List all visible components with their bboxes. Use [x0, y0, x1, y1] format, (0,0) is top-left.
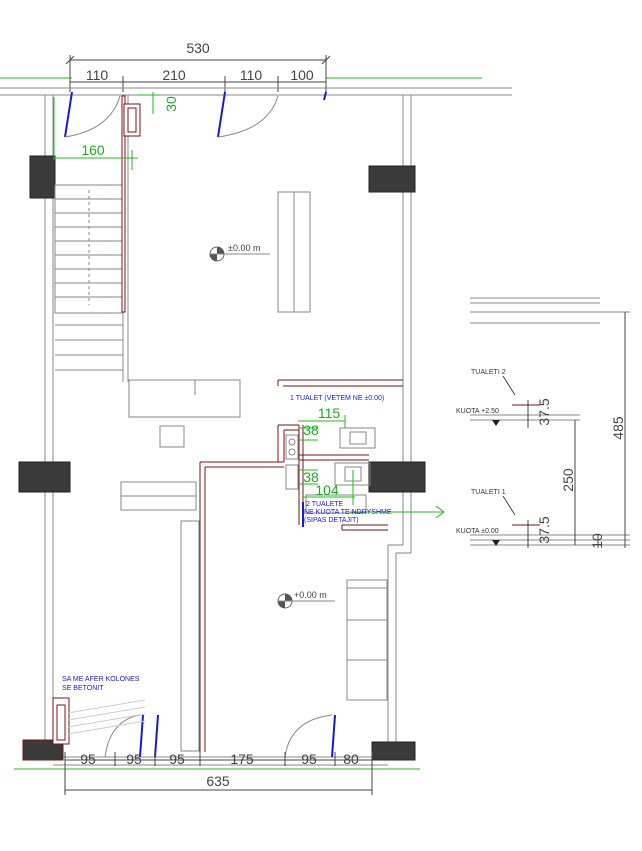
stairs	[54, 95, 129, 382]
section-dim-10: 10	[589, 533, 605, 549]
dim-30: 30	[163, 96, 179, 112]
column-bottom-left	[22, 739, 64, 761]
section-kuota-upper: KUOTA +2.50	[456, 408, 499, 415]
dim-top-seg-3: 110	[240, 67, 263, 83]
column-top-right	[368, 165, 416, 193]
doors-windows	[64, 91, 336, 758]
dim-38-lower: 38	[303, 469, 319, 485]
section-kuota-lower: KUOTA ±0.00	[456, 528, 499, 535]
dim-160: 160	[81, 142, 105, 158]
furniture	[120, 191, 388, 752]
dim-top-seg-1: 110	[86, 67, 109, 83]
note-tualete-2-line1: 2 TUALETE	[306, 501, 344, 508]
bottom-dimension-chain: 95 95 95 175 95 80 635	[14, 751, 420, 795]
dim-115: 115	[318, 405, 341, 421]
section-diagram: TUALETI 2 TUALETI 1 KUOTA +2.50 KUOTA ±0…	[456, 297, 630, 549]
note-column-line2: SE BETONIT	[62, 685, 104, 692]
dim-bottom-seg-5: 95	[301, 751, 317, 767]
level-upper-text: ±0.00 m	[228, 243, 260, 253]
dim-bottom-seg-3: 95	[169, 751, 185, 767]
section-tualeti-1: TUALETI 1	[471, 489, 506, 496]
dim-top-seg-2: 210	[162, 67, 186, 83]
dim-top-seg-4: 100	[290, 67, 314, 83]
dim-bottom-seg-1: 95	[80, 751, 96, 767]
note-column-line1: SA ME AFER KOLONES	[62, 676, 140, 683]
level-marker-lower: +0.00 m	[277, 590, 335, 609]
dim-bottom-total: 635	[206, 773, 230, 789]
top-dimension-chain: 530 110 210 110 100	[65, 40, 331, 92]
dim-bottom-seg-2: 95	[126, 751, 142, 767]
section-dim-37-upper: 37.5	[536, 398, 552, 425]
toilet-fixtures	[285, 427, 376, 514]
dim-104: 104	[315, 482, 339, 498]
section-dim-485: 485	[610, 416, 626, 440]
note-tualet-1: 1 TUALET (VETEM NE ±0.00)	[290, 395, 384, 402]
section-dim-250: 250	[560, 468, 576, 492]
interior-walls	[52, 95, 403, 752]
section-tualeti-2: TUALETI 2	[471, 369, 506, 376]
section-dim-37-lower: 37.5	[536, 516, 552, 543]
outer-walls	[0, 87, 512, 766]
dim-top-total: 530	[186, 40, 210, 56]
dim-bottom-seg-4: 175	[230, 751, 254, 767]
column-top-left	[29, 155, 56, 199]
column-bottom-right	[371, 741, 416, 761]
column-mid-right	[368, 461, 426, 493]
column-mid-left	[18, 461, 71, 493]
dim-38-upper: 38	[303, 422, 319, 438]
note-tualete-2-line3: (SIPAS DETAJIT)	[304, 517, 359, 524]
green-dimensions: 160 30 115 38 38 104	[53, 92, 445, 519]
dim-bottom-seg-6: 80	[343, 751, 359, 767]
level-lower-text: +0.00 m	[294, 590, 327, 600]
level-marker-upper: ±0.00 m	[209, 243, 270, 262]
note-tualete-2-line2: NE KUOTA TE NDRYSHME	[304, 509, 392, 516]
